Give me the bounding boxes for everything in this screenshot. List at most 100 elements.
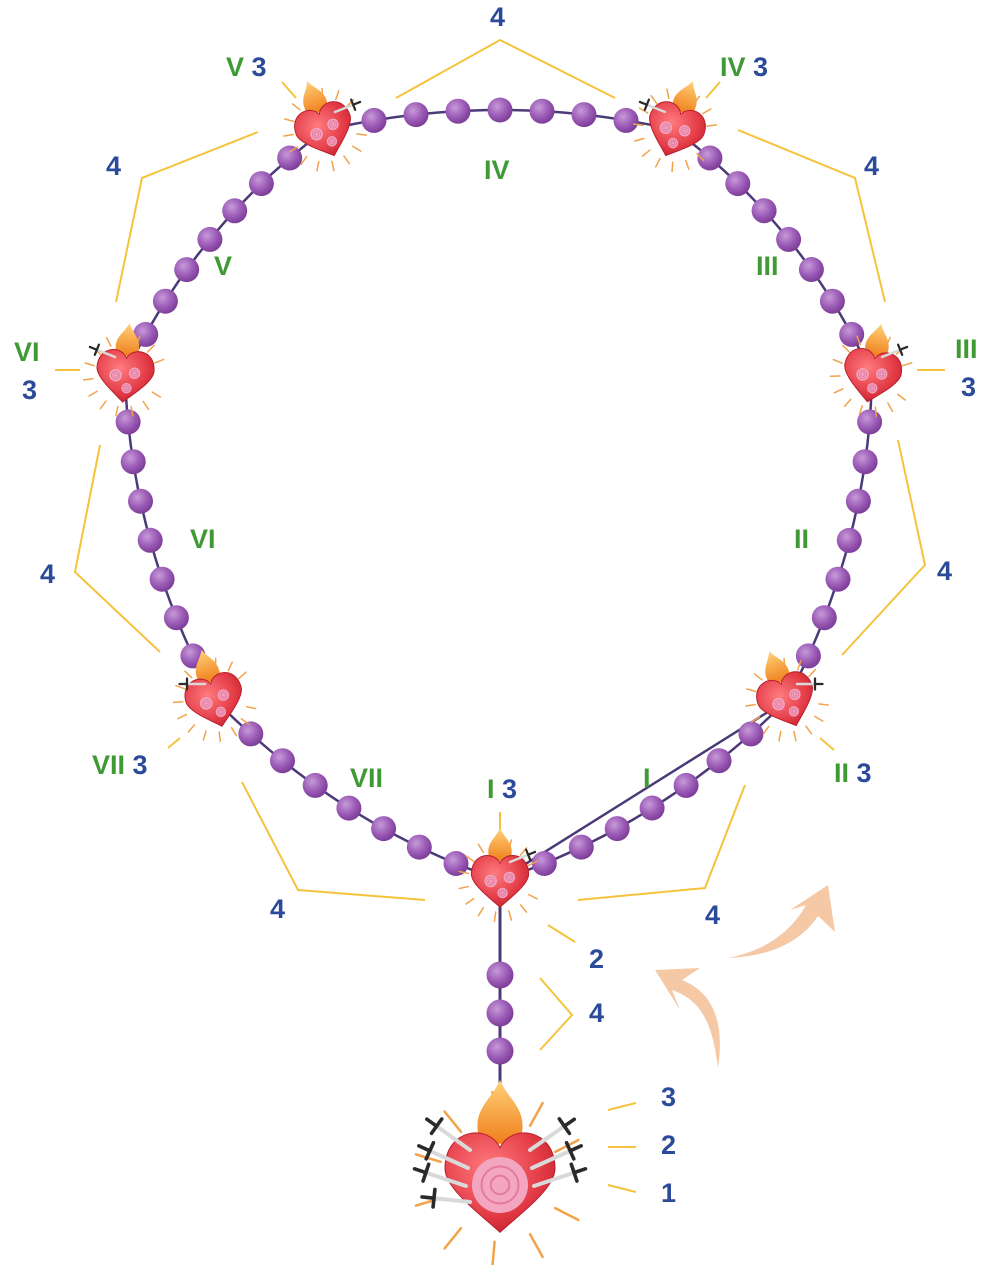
ray	[477, 906, 485, 917]
ray	[356, 133, 368, 136]
prayer-bead-icon	[137, 527, 163, 553]
prayer-bead-icon	[336, 795, 362, 821]
rose-icon	[217, 689, 230, 701]
heart-count-IV: 3	[753, 52, 769, 82]
heart-label-I: I 3	[487, 776, 517, 803]
rose-petal	[132, 370, 137, 376]
sorrowful-heart-icon	[414, 1080, 580, 1265]
rose-petal	[790, 690, 800, 699]
heart-body	[844, 348, 902, 403]
sorrowful-heart-icon	[82, 323, 165, 417]
segment-label-II: II	[794, 524, 810, 554]
prayer-bead-icon	[487, 97, 513, 123]
heart-label-II: II 3	[834, 760, 872, 787]
ray	[666, 88, 670, 100]
prayer-bead-icon	[697, 145, 723, 171]
prayer-bead-icon	[248, 171, 274, 197]
sword-blade	[880, 347, 904, 359]
ray	[184, 670, 193, 679]
prayer-bead-icon	[795, 643, 821, 669]
ray	[202, 730, 207, 741]
sword-icon	[508, 848, 537, 864]
sword-blade	[93, 347, 117, 359]
ray	[553, 1206, 580, 1222]
sword-grip	[425, 1117, 439, 1128]
guide-line	[705, 81, 721, 99]
heart-roman-V: V	[226, 52, 245, 82]
flame-icon	[303, 81, 328, 115]
prayer-bead-icon	[277, 145, 303, 171]
heart-count-VII: 3	[132, 750, 148, 780]
rose-petal	[219, 690, 228, 700]
ray	[477, 843, 485, 854]
prayer-bead-icon	[486, 961, 514, 989]
flame-icon	[477, 1080, 523, 1144]
ray	[887, 402, 894, 412]
heart-roman-I: I	[487, 774, 495, 804]
rose-petal	[792, 691, 798, 697]
rose-petal	[877, 369, 886, 379]
prayer-bead-icon	[568, 834, 594, 860]
segment-label-VI: VI	[190, 524, 216, 554]
flame-icon	[488, 828, 512, 862]
sword-grip	[352, 100, 362, 106]
sword-icon	[425, 1117, 472, 1152]
ray	[527, 860, 538, 867]
ray	[671, 161, 674, 173]
ray	[519, 904, 528, 913]
prayer-bead-icon	[857, 409, 883, 435]
bracket-label-IV: 4	[490, 2, 506, 32]
guide-line	[167, 737, 181, 749]
rose-icon	[772, 697, 785, 711]
ray	[805, 725, 813, 735]
rose-petal	[480, 1165, 520, 1205]
ray	[508, 910, 513, 921]
ray	[105, 336, 112, 347]
prayer-bead-icon	[738, 721, 764, 747]
sorrowful-heart-icon	[172, 649, 257, 743]
prayer-bead-icon	[445, 98, 471, 124]
pendant-label-beads: 4	[589, 998, 605, 1028]
bracket-label-II: 4	[937, 556, 953, 586]
prayer-bead-icon	[751, 198, 777, 224]
pendant-heart	[412, 1080, 588, 1265]
prayer-bead-icon	[776, 226, 802, 252]
segment-label-IV: IV	[484, 155, 510, 185]
rose-petal	[472, 1157, 528, 1213]
ray	[818, 703, 830, 706]
sword-grip	[412, 1167, 428, 1175]
ray	[843, 398, 852, 408]
sorrowful-heart-icon	[283, 81, 368, 172]
prayer-bead-icon	[152, 288, 178, 314]
ray	[762, 725, 770, 735]
rose-petal	[216, 707, 225, 716]
sword-grip	[88, 345, 98, 351]
direction-arrow-icon	[655, 968, 720, 1068]
sword-icon	[530, 1140, 583, 1170]
heart-roman-VII: VII	[92, 750, 126, 780]
prayer-bead-icon	[811, 605, 837, 631]
heart-body	[96, 349, 155, 403]
sword-grip	[420, 1195, 436, 1201]
prayer-bead-icon	[845, 488, 871, 514]
pendant-label-top: 2	[589, 944, 605, 974]
rose-petal	[203, 700, 209, 706]
rose-petal	[500, 890, 505, 896]
prayer-bead-icon	[197, 226, 223, 252]
ray	[856, 335, 862, 346]
prayer-bead-icon	[706, 748, 732, 774]
ray	[458, 885, 470, 890]
prayer-bead-icon	[133, 321, 159, 347]
ray	[284, 118, 295, 123]
guide-line	[607, 1184, 637, 1193]
sword-blade	[508, 852, 532, 864]
rose-petal	[220, 692, 226, 698]
heart-body	[184, 672, 242, 727]
prayer-bead-icon	[571, 102, 597, 128]
heart-count-III: 3	[961, 372, 977, 402]
rose-petal	[868, 384, 877, 393]
sword-blade	[532, 1170, 578, 1188]
sword-icon	[528, 1117, 577, 1152]
prayer-bead-icon	[403, 102, 429, 128]
rose-petal	[327, 137, 336, 146]
